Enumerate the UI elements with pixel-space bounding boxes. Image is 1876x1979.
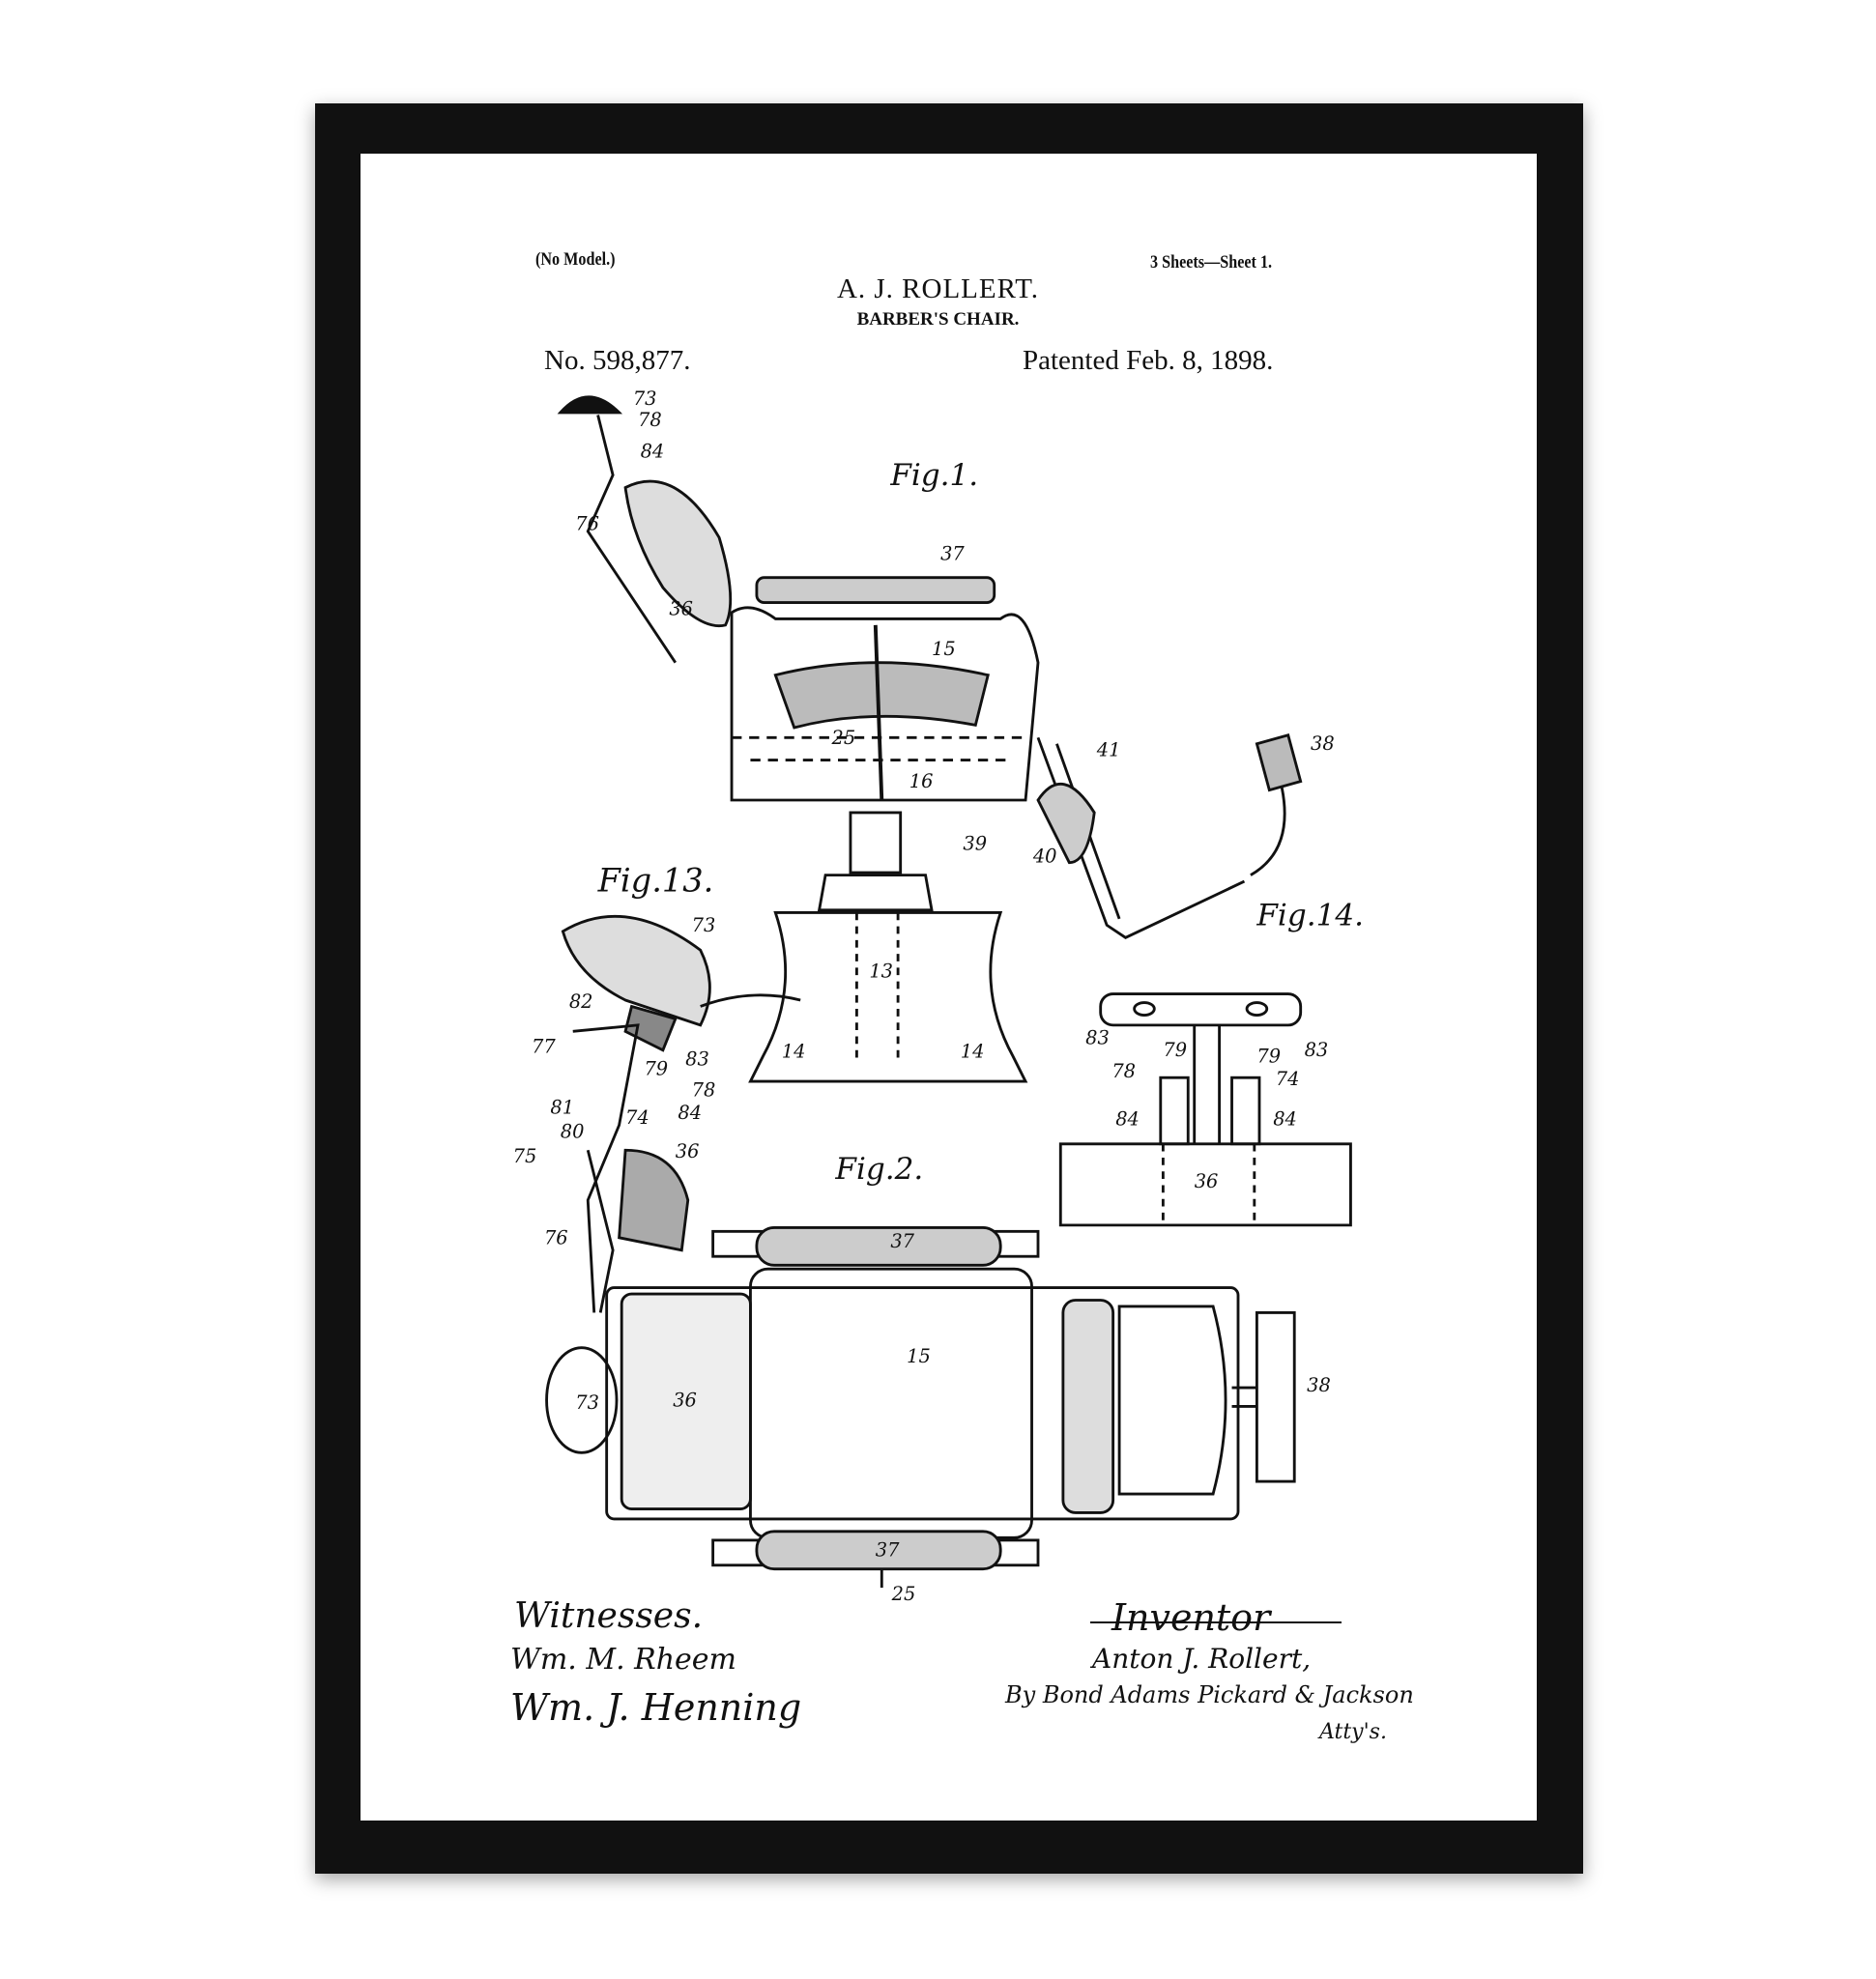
- fig14-bracket-detail: [1058, 992, 1352, 1227]
- part-label: 76: [575, 513, 599, 535]
- part-label: 79: [1163, 1039, 1187, 1061]
- inventor-heading: A. J. ROLLERT.: [836, 273, 1040, 304]
- part-label: 73: [575, 1391, 599, 1414]
- part-label: 36: [673, 1389, 697, 1411]
- part-label: 37: [876, 1539, 900, 1562]
- part-label: 39: [963, 833, 987, 855]
- part-label: 83: [1305, 1039, 1329, 1061]
- invention-title: BARBER'S CHAIR.: [856, 309, 1020, 330]
- part-label: 84: [1115, 1107, 1140, 1130]
- part-label: 40: [1032, 846, 1057, 868]
- inventor-underline: [1090, 1614, 1342, 1623]
- fig1-chair-side-view: [557, 395, 1303, 1083]
- part-label: 75: [513, 1145, 537, 1167]
- inventor-signature: Anton J. Rollert,: [1092, 1643, 1312, 1675]
- part-label: 13: [869, 961, 893, 983]
- witness-1-signature: Wm. M. Rheem: [510, 1643, 737, 1677]
- part-label: 78: [1111, 1060, 1136, 1082]
- part-label: 25: [831, 727, 856, 749]
- fig2-label: Fig.2.: [834, 1152, 923, 1187]
- part-label: 38: [1311, 732, 1335, 755]
- part-label: 16: [909, 770, 934, 792]
- part-label: 36: [669, 598, 693, 620]
- part-label: 79: [1256, 1046, 1281, 1068]
- part-label: 74: [625, 1106, 649, 1129]
- attorneys-suffix: Atty's.: [1319, 1720, 1387, 1744]
- fig14-label: Fig.14.: [1255, 898, 1364, 932]
- part-label: 82: [569, 990, 593, 1013]
- part-label: 77: [532, 1035, 556, 1057]
- part-label: 79: [644, 1058, 668, 1080]
- fig13-headrest-detail: [561, 914, 801, 1313]
- part-label: 80: [561, 1120, 585, 1142]
- part-label: 15: [932, 638, 956, 660]
- part-label: 76: [544, 1226, 568, 1248]
- part-label: 41: [1096, 739, 1121, 761]
- part-label: 84: [641, 441, 665, 463]
- part-label: 78: [638, 409, 662, 431]
- part-label: 81: [550, 1097, 574, 1119]
- attorneys-signature: By Bond Adams Pickard & Jackson: [1005, 1681, 1414, 1708]
- part-label: 83: [1085, 1026, 1110, 1048]
- part-label: 78: [692, 1079, 716, 1102]
- part-label: 38: [1307, 1374, 1331, 1396]
- part-label: 74: [1276, 1068, 1300, 1090]
- patent-number: No. 598,877.: [544, 345, 691, 376]
- part-label: 84: [1273, 1107, 1297, 1130]
- witness-2-signature: Wm. J. Henning: [510, 1686, 802, 1729]
- part-label: 36: [676, 1140, 700, 1162]
- fig2-chair-top-view: [545, 1226, 1296, 1589]
- no-model-note: (No Model.): [535, 249, 616, 270]
- fig1-label: Fig.1.: [889, 458, 978, 493]
- part-label: 14: [961, 1041, 985, 1063]
- part-label: 83: [685, 1047, 709, 1070]
- fig13-label: Fig.13.: [597, 861, 714, 899]
- inventor-label: Inventor: [1111, 1596, 1271, 1639]
- sheet-count: 3 Sheets—Sheet 1.: [1150, 252, 1273, 272]
- part-label: 73: [633, 387, 657, 410]
- part-label: 36: [1195, 1170, 1219, 1192]
- part-label: 14: [782, 1041, 806, 1063]
- part-label: 37: [940, 543, 965, 565]
- part-label: 37: [890, 1230, 914, 1252]
- part-label: 73: [692, 914, 716, 936]
- patent-date: Patented Feb. 8, 1898.: [1023, 345, 1274, 376]
- part-label: 25: [891, 1583, 916, 1605]
- part-label: 15: [907, 1345, 931, 1367]
- witnesses-label: Witnesses.: [514, 1596, 704, 1636]
- part-label: 84: [678, 1102, 702, 1124]
